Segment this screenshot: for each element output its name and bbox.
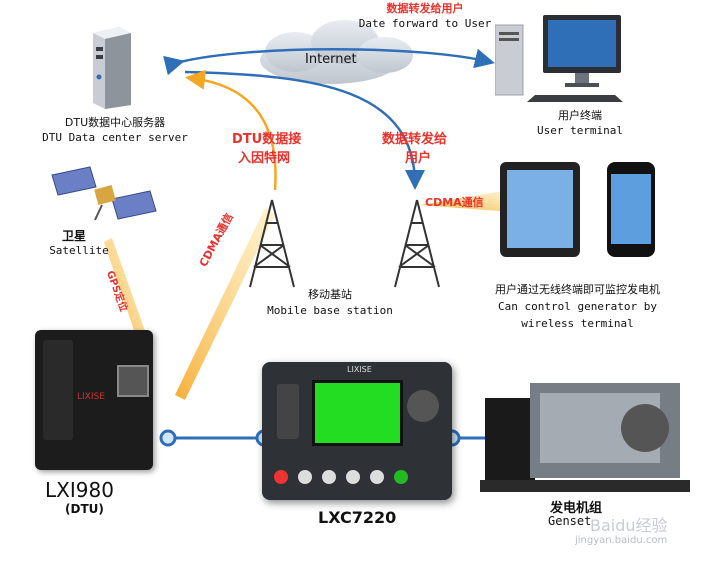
server-icon <box>93 27 131 109</box>
server-label-en: DTU Data center server <box>42 131 188 144</box>
watermark-url: jingyan.baidu.com <box>575 535 668 546</box>
wireless-en1: Can control generator by <box>498 300 657 313</box>
dtu-sub: (DTU) <box>65 502 104 516</box>
data-forward-line1: 数据转发给 <box>382 132 448 147</box>
internet-label: Internet <box>305 52 357 67</box>
watermark-brand: Baidu经验 <box>590 516 668 535</box>
genset-en: Genset <box>548 514 592 528</box>
controller-screen <box>312 380 403 446</box>
cdma-wave-left <box>175 208 275 400</box>
genset-cn: 发电机组 <box>550 501 603 516</box>
controller-device: LIXISE <box>262 362 452 500</box>
wireless-cn: 用户通过无线终端即可监控发电机 <box>495 283 660 296</box>
tower-right-icon <box>394 199 440 288</box>
cdma-wave-right <box>420 190 510 212</box>
user-terminal-en: User terminal <box>536 124 624 137</box>
dtu-access-line2: 入因特网 <box>238 151 291 166</box>
dtu-to-server-arrow <box>185 69 277 191</box>
data-forward-line2: 用户 <box>405 151 432 166</box>
cdma-label-right: CDMA通信 <box>425 196 484 209</box>
server-to-tower-arrow <box>184 70 425 190</box>
genset-icon <box>480 383 690 492</box>
satellite-label-en: Satellite <box>49 244 109 257</box>
server-to-user-arrow <box>163 48 495 76</box>
server-label-cn: DTU数据中心服务器 <box>64 116 166 129</box>
top-label-cn: 数据转发给用户 <box>386 2 464 15</box>
user-terminal-cn: 用户终端 <box>558 109 602 122</box>
wireless-en2: wireless terminal <box>521 317 634 330</box>
top-label-en: Date forward to User <box>358 17 492 30</box>
dtu-device: LIXISE <box>35 330 153 470</box>
controller-brand: LIXISE <box>347 365 372 374</box>
dtu-name: LXI980 <box>45 478 114 502</box>
tower-left-icon <box>249 199 295 288</box>
base-station-en: Mobile base station <box>267 304 393 317</box>
base-station-cn: 移动基站 <box>308 288 352 301</box>
tablet-phone-icon <box>500 162 655 257</box>
dtu-brand: LIXISE <box>77 392 105 402</box>
controller-name: LXC7220 <box>318 508 397 527</box>
satellite-label-cn: 卫星 <box>62 229 87 243</box>
computer-icon <box>495 15 623 102</box>
satellite-icon <box>51 166 157 221</box>
gps-wave <box>104 238 150 348</box>
dtu-access-line1: DTU数据接 <box>232 132 302 147</box>
